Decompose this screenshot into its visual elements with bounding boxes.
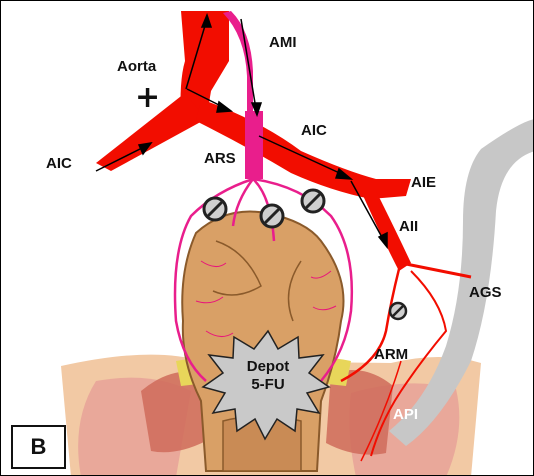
label-ags: AGS	[469, 285, 502, 300]
label-aic-left: AIC	[46, 156, 72, 171]
panel-label-box: B	[11, 425, 66, 469]
depot-line-2: 5-FU	[223, 376, 313, 394]
panel-label: B	[31, 434, 47, 460]
label-aorta: Aorta	[117, 59, 156, 74]
ars-artery	[245, 111, 263, 179]
label-api: API	[393, 407, 418, 422]
label-ars: ARS	[204, 151, 236, 166]
depot-line-1: Depot	[223, 358, 313, 376]
label-ami: AMI	[269, 35, 297, 50]
right-common-iliac	[196, 99, 411, 199]
plus-sign: +	[135, 83, 160, 113]
label-aie: AIE	[411, 175, 436, 190]
depot-label: Depot 5-FU	[223, 358, 313, 394]
ags-branch	[401, 263, 471, 277]
label-aic-right: AIC	[301, 123, 327, 138]
label-aii: AII	[399, 219, 418, 234]
label-arm: ARM	[374, 347, 408, 362]
